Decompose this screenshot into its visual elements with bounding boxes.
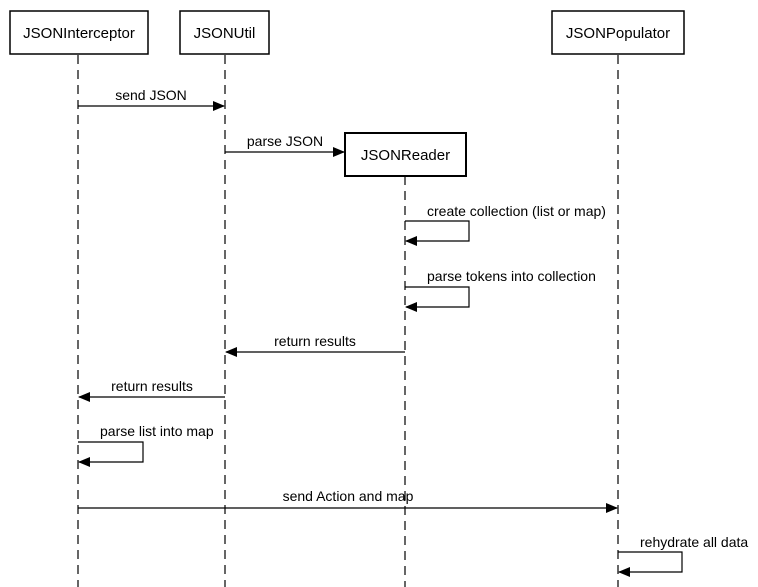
message-rehydrate-all-data-label: rehydrate all data xyxy=(640,534,748,550)
participant-reader-label: JSONReader xyxy=(361,147,450,164)
message-rehydrate-all-data: rehydrate all data xyxy=(618,534,748,577)
message-parse-tokens: parse tokens into collection xyxy=(405,268,596,312)
participant-interceptor-label: JSONInterceptor xyxy=(23,25,135,42)
participant-populator-label: JSONPopulator xyxy=(566,25,670,42)
message-send-action-and-map: send Action and map xyxy=(78,488,618,513)
message-return-results-to-interceptor: return results xyxy=(78,378,225,402)
participant-populator: JSONPopulator xyxy=(551,10,685,55)
message-parse-list-into-map: parse list into map xyxy=(78,423,214,467)
message-return-results-to-interceptor-label: return results xyxy=(111,378,193,394)
message-return-results-to-util: return results xyxy=(225,333,405,357)
message-parse-json: parse JSON xyxy=(225,133,345,157)
message-return-results-to-util-label: return results xyxy=(274,333,356,349)
message-create-collection: create collection (list or map) xyxy=(405,203,606,246)
participant-interceptor: JSONInterceptor xyxy=(9,10,149,55)
message-create-collection-label: create collection (list or map) xyxy=(427,203,606,219)
message-send-json-label: send JSON xyxy=(115,87,187,103)
participant-util: JSONUtil xyxy=(179,10,270,55)
participant-util-label: JSONUtil xyxy=(194,25,256,42)
message-parse-json-label: parse JSON xyxy=(247,133,323,149)
message-parse-tokens-label: parse tokens into collection xyxy=(427,268,596,284)
message-send-action-and-map-label: send Action and map xyxy=(283,488,414,504)
message-parse-list-into-map-label: parse list into map xyxy=(100,423,214,439)
message-send-json: send JSON xyxy=(78,87,225,111)
participant-reader: JSONReader xyxy=(344,132,467,177)
